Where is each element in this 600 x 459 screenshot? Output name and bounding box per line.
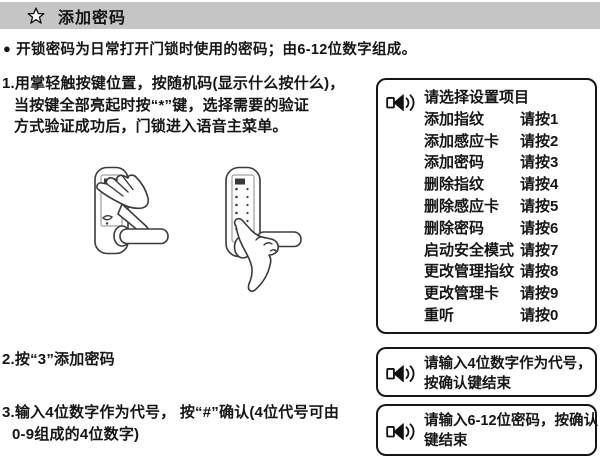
lock-palm-touch-illustration (94, 166, 169, 255)
menu-item-label: 添加密码 (424, 154, 485, 172)
speaker-icon (386, 423, 415, 441)
lock-finger-press-illustration (225, 166, 302, 292)
step-1-line-3: 方式验证成功后，门锁进入语音主菜单。 (14, 118, 288, 135)
menu-item-replay: 重听 请按0 (424, 305, 591, 327)
bullet-icon: ● (3, 41, 12, 56)
star-icon (27, 6, 45, 24)
intro-note: ● 开锁密码为日常打开门锁时使用的密码；由6-12位数字组成。 (3, 38, 416, 59)
menu-item-key: 请按8 (520, 263, 559, 281)
menu-item-key: 请按3 (520, 154, 559, 172)
step-3-line-1: 3.输入4位数字作为代号， 按“#”确认(4位代号可由 (2, 404, 340, 421)
menu-item-delete-password: 删除密码 请按6 (424, 218, 591, 240)
palm-hand-icon (96, 174, 150, 236)
menu-item-key: 请按9 (520, 285, 559, 303)
voice-prompt-password-box: 请输入6-12位密码，按确认 键结束 (376, 404, 599, 456)
menu-item-key: 请按7 (520, 241, 559, 259)
prompt-code-line-2: 按确认键结束 (424, 375, 511, 392)
menu-item-delete-fingerprint: 删除指纹 请按4 (424, 174, 591, 196)
step-1-instruction: 1.用掌轻触按键位置，按随机码(显示什么按什么)， 当按键全部亮起时按“*”键，… (2, 73, 377, 138)
menu-item-label: 重听 (424, 306, 455, 324)
menu-item-label: 删除密码 (424, 219, 485, 237)
step-2-instruction: 2.按“3”添加密码 (2, 349, 115, 371)
pressing-finger-hand-icon (233, 217, 279, 292)
prompt-password-line-1: 请输入6-12位密码，按确认 (424, 413, 599, 429)
speaker-icon (386, 94, 415, 112)
voice-menu-box: 请选择设置项目 添加指纹 请按1 添加感应卡 请按2 添加密码 请按3 删除指纹… (376, 78, 597, 334)
menu-item-key: 请按4 (520, 176, 559, 194)
menu-item-label: 启动安全模式 (424, 241, 515, 259)
menu-item-label: 添加指纹 (424, 110, 485, 128)
menu-item-change-admin-card: 更改管理卡 请按9 (424, 283, 591, 305)
prompt-password-line-2: 键结束 (424, 432, 468, 449)
menu-item-label: 删除指纹 (424, 176, 485, 194)
prompt-code-line-1: 请输入4位数字作为代号， (424, 356, 592, 372)
menu-item-add-card: 添加感应卡 请按2 (424, 131, 591, 153)
menu-item-key: 请按6 (520, 219, 559, 237)
menu-item-label: 添加感应卡 (424, 132, 500, 150)
menu-item-label: 更改管理指纹 (424, 263, 515, 281)
menu-item-change-admin-fingerprint: 更改管理指纹 请按8 (424, 261, 591, 283)
menu-item-key: 请按0 (520, 306, 559, 324)
step-1-line-2: 当按键全部亮起时按“*”键，选择需要的验证 (14, 96, 310, 114)
menu-item-key: 请按5 (520, 197, 559, 215)
step-2-text: 2.按“3”添加密码 (2, 351, 115, 368)
menu-item-key: 请按2 (520, 132, 559, 150)
menu-item-label: 更改管理卡 (424, 285, 500, 303)
step-3-line-2: 0-9组成的4位数字) (12, 425, 140, 443)
step-3-instruction: 3.输入4位数字作为代号， 按“#”确认(4位代号可由 0-9组成的4位数字) (2, 402, 377, 445)
voice-prompt-code-box: 请输入4位数字作为代号， 按确认键结束 (376, 347, 597, 397)
section-header: 添加密码 (0, 2, 600, 29)
menu-item-security-mode: 启动安全模式 请按7 (424, 240, 591, 262)
intro-text: 开锁密码为日常打开门锁时使用的密码；由6-12位数字组成。 (16, 42, 417, 58)
page-title: 添加密码 (58, 9, 127, 27)
menu-item-add-password: 添加密码 请按3 (424, 152, 591, 174)
step-1-line-1: 1.用掌轻触按键位置，按随机码(显示什么按什么)， (2, 75, 345, 92)
menu-item-delete-card: 删除感应卡 请按5 (424, 196, 591, 218)
menu-item-add-fingerprint: 添加指纹 请按1 (424, 109, 591, 131)
menu-item-label: 删除感应卡 (424, 197, 500, 215)
menu-item-key: 请按1 (520, 110, 559, 128)
voice-menu-title: 请选择设置项目 (424, 89, 530, 106)
speaker-icon (386, 365, 415, 383)
